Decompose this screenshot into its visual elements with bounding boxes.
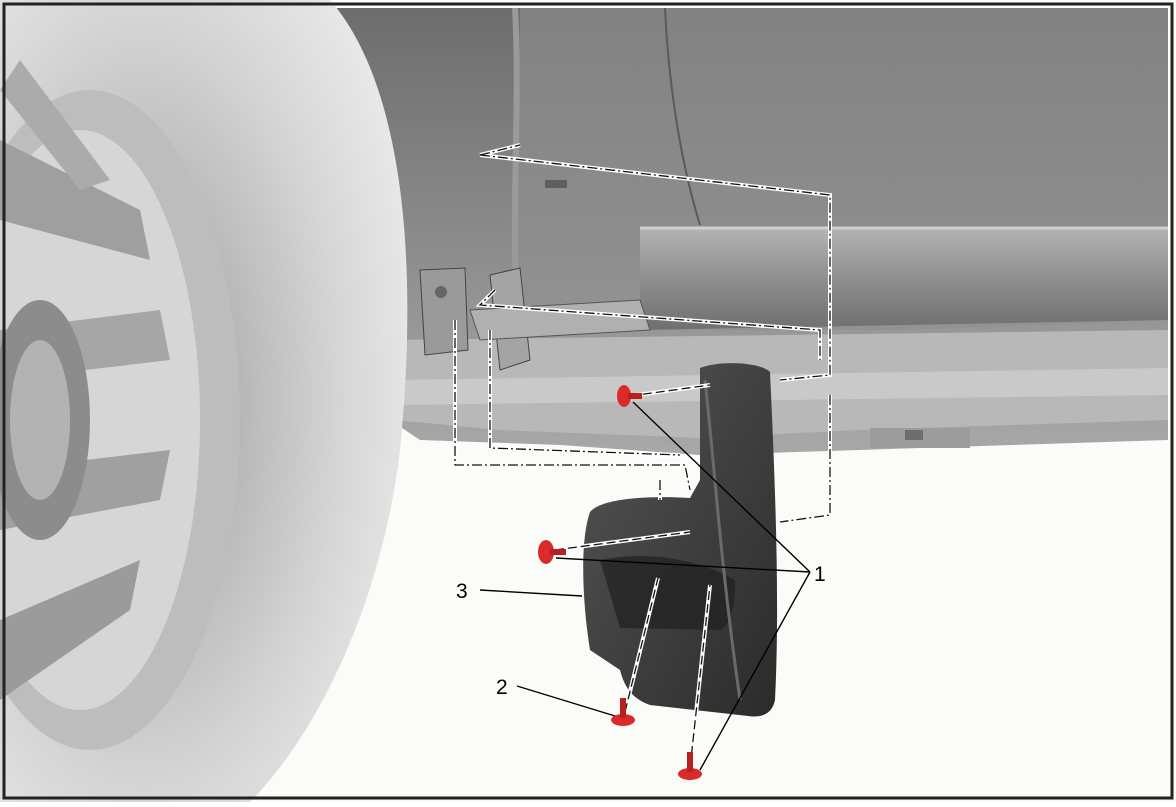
wheel-and-tire	[0, 0, 408, 802]
callout-3: 3	[456, 580, 468, 603]
fastener-lower-left	[611, 698, 635, 726]
fastener-lower-right	[678, 752, 702, 780]
callout-2: 2	[496, 676, 508, 699]
callout-1: 1	[814, 563, 826, 586]
mud-flap	[583, 363, 778, 717]
fastener-upper	[617, 385, 642, 407]
alignment-lines-dark	[454, 144, 831, 523]
fastener-middle	[538, 540, 566, 564]
leader-lines	[479, 401, 811, 771]
fastener-paths	[554, 383, 712, 769]
vehicle-body	[300, 7, 1168, 455]
